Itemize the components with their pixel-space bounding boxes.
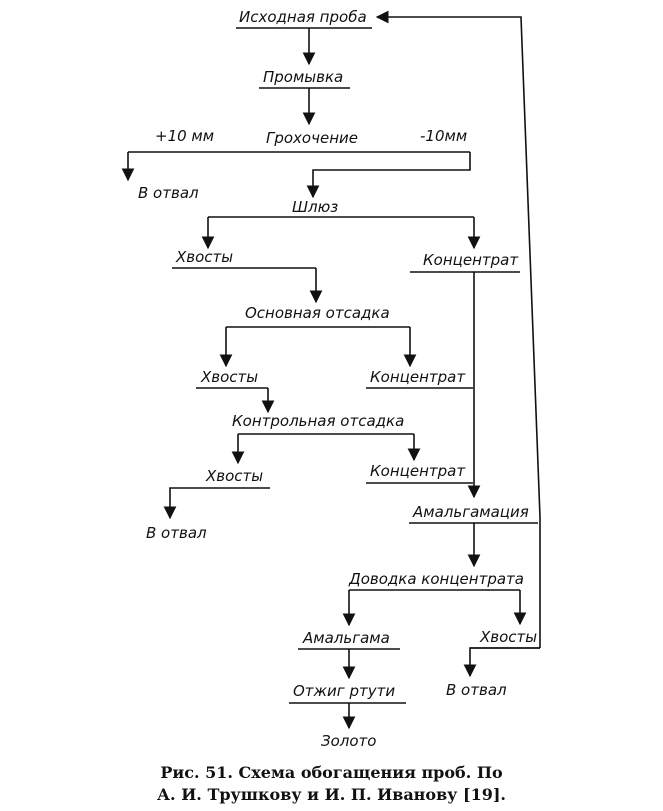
node-v-otval-2: В отвал	[146, 524, 207, 542]
arrow-minus10-to-shlyuz	[306, 152, 471, 199]
node-koncentrat-1: Концентрат	[423, 251, 519, 269]
label-minus10: -10мм	[420, 127, 467, 145]
node-hvosty-1: Хвосты	[175, 248, 233, 266]
caption-line-2: А. И. Трушкову и И. П. Иванову [19].	[157, 785, 506, 804]
node-ishodnaya-proba: Исходная проба	[239, 8, 367, 26]
node-grohochenie: Грохочение	[266, 129, 358, 147]
node-koncentrat-3: Концентрат	[370, 462, 466, 480]
node-shlyuz: Шлюз	[292, 198, 338, 216]
node-osnovnaya-otsadka: Основная отсадка	[245, 304, 390, 322]
node-promyvka: Промывка	[263, 68, 343, 86]
arrow-hvosty-4-to-v-otval-3	[463, 647, 540, 678]
figure-caption: Рис. 51. Схема обогащения проб. По А. И.…	[0, 762, 663, 806]
node-dovodka: Доводка концентрата	[348, 570, 524, 588]
node-amalgama: Амальгама	[302, 629, 390, 647]
node-zoloto: Золото	[321, 732, 376, 750]
node-otzhig: Отжиг ртути	[293, 682, 395, 700]
line-return-to-ishodnaya	[375, 10, 541, 648]
node-amalgamaciya: Амальгамация	[412, 503, 529, 521]
label-plus10: +10 мм	[155, 127, 214, 145]
arrow-hvosty-3-to-v-otval-2	[163, 487, 270, 520]
node-kontrolnaya-otsadka: Контрольная отсадка	[232, 412, 404, 430]
node-v-otval-1: В отвал	[138, 184, 199, 202]
node-hvosty-4: Хвосты	[479, 628, 537, 646]
caption-line-1: Рис. 51. Схема обогащения проб. По	[160, 763, 503, 782]
node-hvosty-3: Хвосты	[205, 467, 263, 485]
node-hvosty-2: Хвосты	[200, 368, 258, 386]
node-koncentrat-2: Концентрат	[370, 368, 466, 386]
node-v-otval-3: В отвал	[446, 681, 507, 699]
